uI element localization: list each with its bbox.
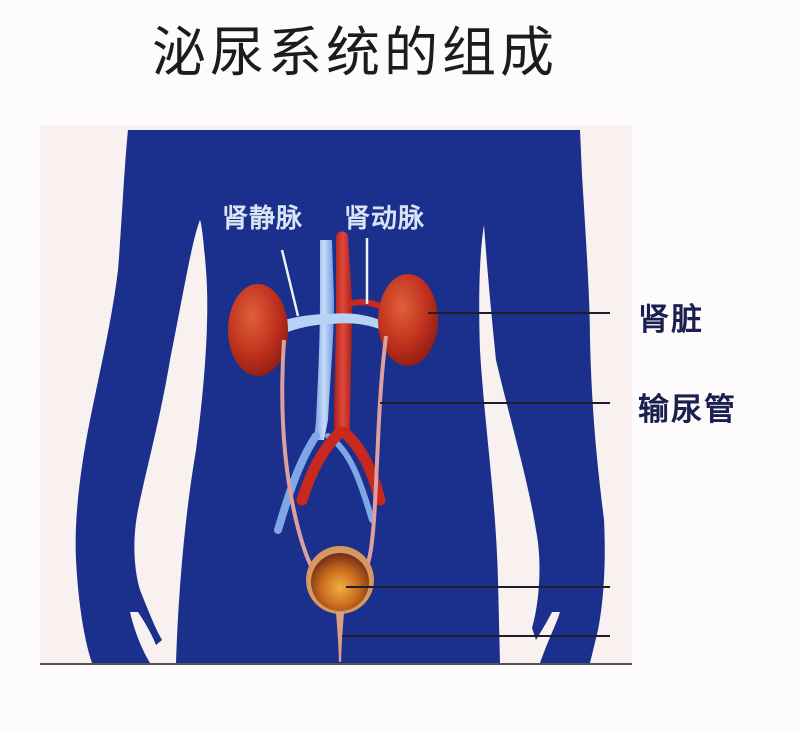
renal-artery-label: 肾动脉 bbox=[344, 204, 426, 234]
ureters bbox=[280, 335, 388, 569]
kidney-label: 肾脏 bbox=[638, 302, 704, 338]
renal-vein-pointer bbox=[280, 249, 300, 317]
ureter-label: 输尿管 bbox=[638, 392, 737, 428]
renal-vein-label: 肾静脉 bbox=[222, 204, 304, 234]
aorta bbox=[296, 231, 386, 506]
renal-vein bbox=[278, 313, 392, 334]
right-kidney bbox=[378, 274, 438, 366]
leader-lines bbox=[342, 312, 610, 637]
diagram-title: 泌尿系统的组成 bbox=[152, 21, 558, 84]
bladder bbox=[306, 546, 374, 614]
left-kidney bbox=[228, 284, 288, 376]
urethra bbox=[336, 612, 344, 662]
